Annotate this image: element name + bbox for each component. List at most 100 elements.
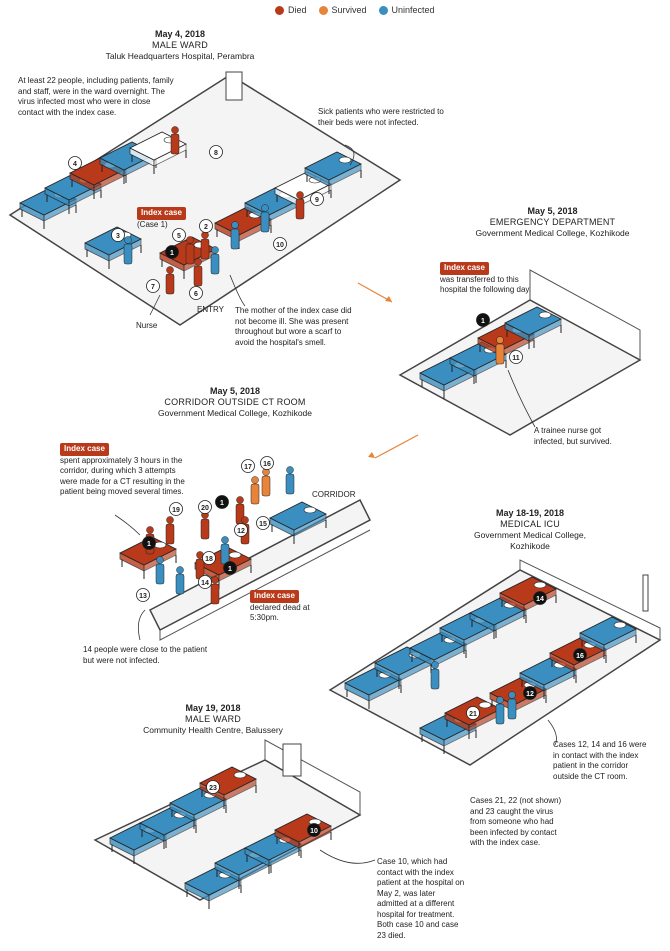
scene1-person-2-body: [200, 238, 210, 260]
scene2-place: Government Medical College, Kozhikode: [475, 228, 630, 238]
case-number-label: 2: [204, 224, 208, 231]
scene3-person-20-body: [200, 518, 210, 540]
scene5-ward: MALE WARD: [185, 714, 241, 724]
index-case-tag-2: Index case: [440, 262, 489, 275]
pillow: [228, 551, 242, 559]
scene1-mother-body: [210, 253, 220, 275]
scene2-nurse-note: A trainee nurse got infected, but surviv…: [534, 426, 612, 446]
scene5-marker-23: [206, 780, 220, 794]
scene3-close-note: 14 people were close to the patient but …: [83, 645, 208, 665]
scene3-marker-1c: [223, 561, 237, 575]
scene1-marker-7: [146, 279, 160, 293]
scene1-marker-8: [209, 145, 223, 159]
scene1-patient-head: [124, 236, 132, 244]
scene1-marker-4: [68, 156, 82, 170]
uninfected-swatch: [378, 5, 388, 15]
index-case-tag-3: Index case: [60, 443, 109, 456]
scene5-date: May 19, 2018: [185, 703, 241, 713]
legend-item-survived: Survived: [318, 5, 367, 15]
scene4-ward: MEDICAL ICU: [500, 519, 560, 529]
scene3-dead-text: declared dead at 5:30pm.: [250, 602, 310, 623]
scene3-person-14-head: [211, 576, 219, 584]
scene3-visitor-body: [175, 573, 185, 595]
scene3-marker-17: [241, 459, 255, 473]
scene2-marker-11: [509, 350, 523, 364]
pillow: [233, 771, 247, 779]
scene3-visitor-body: [285, 473, 295, 495]
scene1-patient-head: [261, 204, 269, 212]
scene4-note2: Cases 21, 22 (not shown) and 23 caught t…: [470, 796, 562, 847]
scene3-marker-1a: [142, 536, 156, 550]
scene3-note-pointer: [114, 514, 141, 536]
scene1-person-7-head: [166, 266, 174, 274]
scene2-note-text: was transferred to this hospital the fol…: [440, 274, 532, 295]
legend-label-died: Died: [288, 5, 307, 15]
scene3-marker-18: [202, 551, 216, 565]
case-number-label: 1: [481, 318, 485, 325]
index-case-tag-4: Index case: [250, 590, 299, 603]
case-number-label: 15: [259, 521, 267, 528]
scene3-visitor-body: [155, 563, 165, 585]
scene4-marker-21: [466, 706, 480, 720]
scene1-person-8-head: [171, 126, 179, 134]
scene1-person-body: [230, 228, 240, 250]
pillow: [613, 621, 627, 629]
scene4-wall: [519, 559, 661, 640]
scene3-person-15-head: [241, 516, 249, 524]
case-number-label: 16: [263, 461, 271, 468]
legend-item-uninfected: Uninfected: [378, 5, 435, 15]
scene1-person-8-body: [170, 133, 180, 155]
scene1-person-6-head: [194, 258, 202, 266]
scene4-bed: [579, 616, 637, 659]
case-number-label: 12: [526, 691, 534, 698]
case-number-label: 1: [228, 566, 232, 573]
scene2-trainee-nurse-head: [496, 336, 504, 344]
scene3-header: May 5, 2018 CORRIDOR OUTSIDE CT ROOM Gov…: [150, 386, 320, 419]
scene3-date: May 5, 2018: [209, 386, 261, 396]
scene1-place: Taluk Headquarters Hospital, Perambra: [105, 51, 255, 61]
case-number-label: 7: [151, 284, 155, 291]
case-number-label: 17: [244, 464, 252, 471]
scene1-patient-body: [123, 243, 133, 265]
scene3-marker-20: [198, 500, 212, 514]
scene4-staff-body: [430, 668, 440, 690]
died-swatch: [275, 5, 284, 15]
case-number-label: 10: [310, 828, 318, 835]
case-number-label: 8: [214, 150, 218, 157]
pillow: [538, 311, 552, 319]
scene1-marker-1: [165, 245, 179, 259]
scene3-person-17-head: [251, 476, 259, 484]
scene1-note-left: At least 22 people, including patients, …: [18, 76, 174, 117]
scene3-corridor-floor: [149, 498, 371, 632]
case-number-label: 23: [209, 785, 217, 792]
scene1-mother-note: The mother of the index case did not bec…: [235, 306, 352, 347]
scene4-staff-head: [496, 696, 504, 704]
survived-swatch: [318, 5, 328, 15]
scene1-nurse-pointer: [149, 294, 161, 316]
arrow-scene2-to-scene3: [374, 434, 419, 459]
pillow: [478, 701, 492, 709]
scene5-door: [282, 743, 302, 777]
scene4-place: Government Medical College, Kozhikode: [474, 530, 586, 551]
case-number-label: 20: [201, 505, 209, 512]
case-number-label: 21: [469, 711, 477, 718]
scene1-marker-6: [189, 286, 203, 300]
scene1-person-7-body: [165, 273, 175, 295]
case-number-label: 14: [201, 580, 209, 587]
scene1-floor: [8, 74, 402, 326]
scene3-marker-1b: [215, 495, 229, 509]
case-number-label: 12: [237, 528, 245, 535]
case-number-label: 1: [147, 541, 151, 548]
arrow-scene1-to-scene2-head: [385, 296, 392, 302]
scene3-wall: [159, 529, 371, 641]
case-number-label: 3: [116, 233, 120, 240]
scene5-marker-10: [307, 823, 321, 837]
scene1-marker-5: [172, 228, 186, 242]
scene1-person-5-body: [185, 243, 195, 265]
scene2-ward: EMERGENCY DEPARTMENT: [489, 217, 616, 227]
scene2-header: May 5, 2018 EMERGENCY DEPARTMENT Governm…: [470, 206, 635, 239]
scene2-nurse-pointer: [507, 369, 536, 428]
scene3-visitor-head: [176, 566, 184, 574]
legend-item-died: Died: [275, 5, 307, 15]
